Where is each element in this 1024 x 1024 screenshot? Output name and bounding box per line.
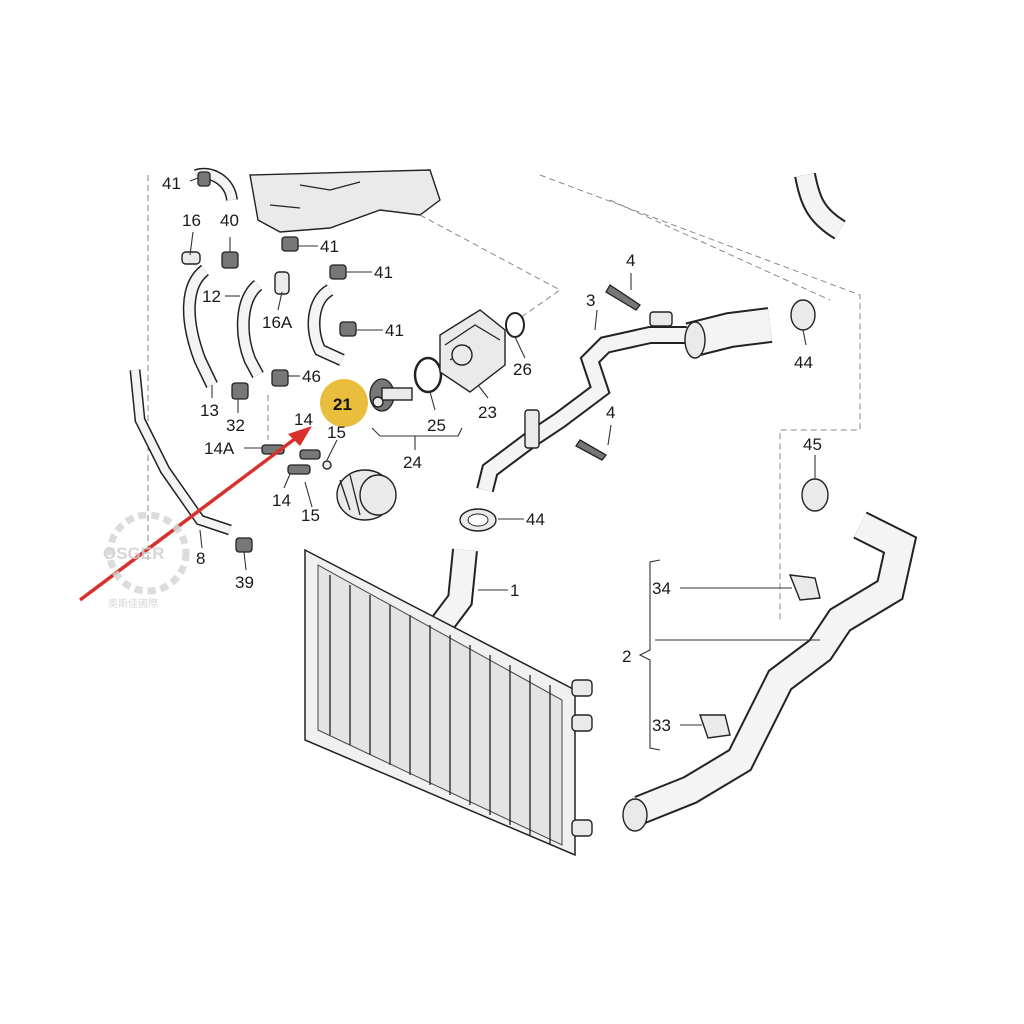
watermark-tagline: 奥斯佳國際 — [108, 597, 158, 610]
callout-41: 41 — [162, 174, 181, 193]
callout-16a: 16A — [262, 313, 293, 332]
callout-1: 1 — [510, 581, 519, 600]
hose-upper-right — [684, 299, 816, 359]
bracket-2 — [638, 559, 820, 751]
watermark: OSGER 奥斯佳國際 — [103, 511, 190, 610]
callout-33: 33 — [652, 716, 671, 735]
callout-21: 21 — [333, 395, 352, 414]
clamp-44-lower — [459, 508, 497, 532]
callout-15: 15 — [327, 423, 346, 442]
clamp-45 — [801, 478, 829, 512]
callout-4: 4 — [626, 251, 635, 270]
callout-41: 41 — [374, 263, 393, 282]
callout-46: 46 — [302, 367, 321, 386]
callout-13: 13 — [200, 401, 219, 420]
hose-2 — [622, 511, 918, 832]
callout-41: 41 — [385, 321, 404, 340]
callout-14a: 14A — [204, 439, 235, 458]
hose-top-right — [794, 172, 846, 240]
callout-4: 4 — [606, 403, 615, 422]
callout-2: 2 — [622, 647, 631, 666]
callout-14: 14 — [272, 491, 291, 510]
engine-block — [249, 169, 441, 233]
callout-32: 32 — [226, 416, 245, 435]
assembly-outlines — [147, 174, 861, 620]
highlight-circle — [320, 379, 368, 427]
callout-34: 34 — [652, 579, 671, 598]
callout-23: 23 — [478, 403, 497, 422]
clips — [699, 574, 821, 739]
small-hoses — [181, 167, 345, 388]
callout-40: 40 — [220, 211, 239, 230]
callout-39: 39 — [235, 573, 254, 592]
callout-12: 12 — [202, 287, 221, 306]
callout-44: 44 — [794, 353, 813, 372]
callout-44: 44 — [526, 510, 545, 529]
radiator — [304, 548, 593, 857]
pipe-3 — [476, 311, 690, 493]
callout-16: 16 — [182, 211, 201, 230]
connectors — [261, 444, 332, 475]
bolts — [575, 284, 641, 461]
clamps — [197, 171, 357, 553]
callout-25: 25 — [427, 416, 446, 435]
callout-24: 24 — [403, 453, 422, 472]
oil-cooler-assembly — [369, 309, 525, 412]
callout-8: 8 — [196, 549, 205, 568]
callout-15: 15 — [301, 506, 320, 525]
callout-labels: 41 40 16 41 41 12 16A 41 13 46 32 14 15 … — [162, 174, 822, 735]
leader-lines — [189, 177, 816, 726]
callout-41: 41 — [320, 237, 339, 256]
callout-26: 26 — [513, 360, 532, 379]
watermark-logo-text: OSGER — [103, 544, 164, 563]
thermostat-housing — [336, 469, 397, 521]
callout-14: 14 — [294, 410, 313, 429]
callout-3: 3 — [586, 291, 595, 310]
callout-45: 45 — [803, 435, 822, 454]
pipe-8 — [129, 369, 232, 536]
